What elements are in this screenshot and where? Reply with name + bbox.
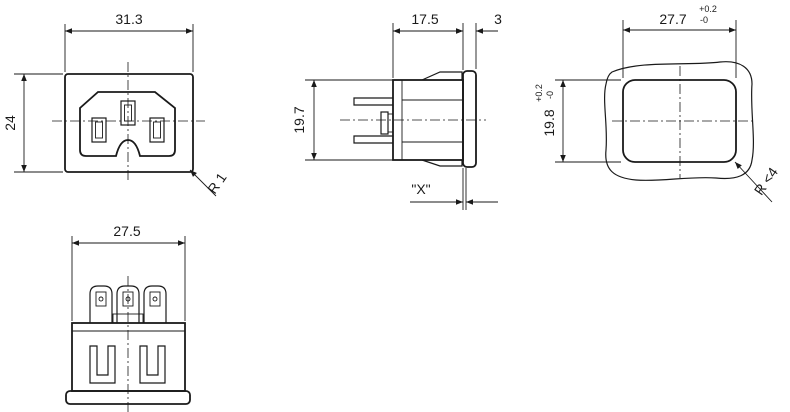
bottom-terminal-left [89, 285, 113, 323]
cutout-width-tol-lower: -0 [700, 15, 708, 25]
bottom-view: 27.5 [65, 223, 191, 412]
cutout-view: 27.7 +0.2 -0 19.8 +0.2 -0 R <4 [534, 4, 781, 203]
side-flange-label: 3 [494, 11, 502, 27]
bottom-body-outline [71, 322, 186, 392]
bottom-slot-right [139, 345, 166, 384]
cutout-width-tol-upper: +0.2 [699, 4, 717, 14]
side-terminal-upper [353, 97, 393, 106]
cutout-radius-label: R <4 [751, 164, 781, 198]
side-height-label: 19.7 [291, 106, 307, 133]
cutout-height-label: 19.8 [541, 109, 557, 136]
cutout-radius-leader [734, 161, 773, 203]
bottom-terminal-right [143, 285, 167, 323]
cutout-width-label: 27.7 [659, 11, 686, 27]
bottom-width-label: 27.5 [113, 223, 140, 239]
side-depth-label: 17.5 [411, 11, 438, 27]
line-contact-slot [149, 117, 165, 143]
neutral-contact-slot [91, 117, 107, 143]
side-view: 17.5 3 19.7 "X" [291, 11, 502, 210]
front-width-label: 31.3 [115, 11, 142, 27]
cutout-opening [622, 79, 737, 163]
side-terminal-lower [353, 135, 393, 144]
panel-outline [604, 61, 754, 181]
side-flange [462, 70, 477, 168]
front-height-label: 24 [2, 115, 18, 131]
cutout-height-tol-upper: +0.2 [534, 84, 544, 102]
front-radius-label: R 1 [204, 169, 230, 196]
cutout-height-tol-lower: -0 [545, 91, 555, 99]
side-x-label: "X" [411, 181, 430, 197]
front-view: 31.3 24 R 1 [2, 11, 230, 197]
front-radius-leader [189, 169, 217, 197]
bottom-slot-left [89, 345, 116, 384]
front-body-outline [64, 73, 194, 173]
